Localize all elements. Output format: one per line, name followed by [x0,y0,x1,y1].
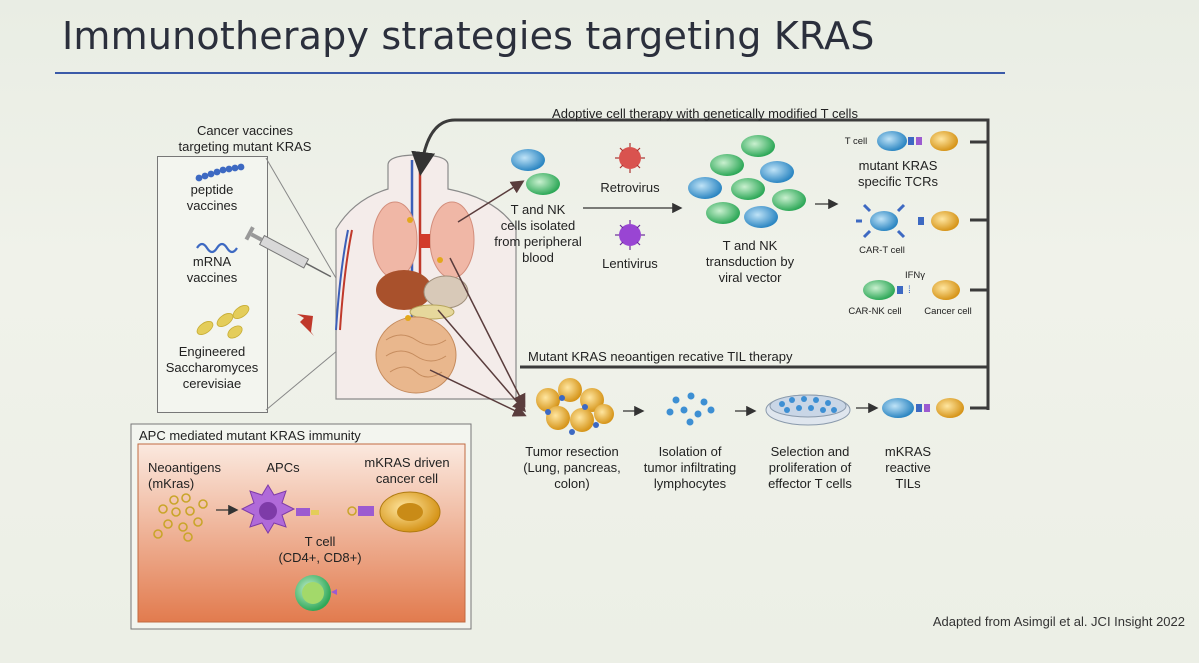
til-heading: Mutant KRAS neoantigen recative TIL ther… [528,349,793,364]
tcell-cd-label: T cell (CD4+, CD8+) [278,534,362,565]
citation: Adapted from Asimgil et al. JCI Insight … [932,614,1185,629]
retrovirus-icon [615,143,645,173]
cart-label: CAR-T cell [859,245,905,256]
cancer-cell-icon [379,491,441,533]
page-title: Immunotherapy strategies targeting KRAS [62,14,875,58]
tcr-label: mutant KRAS specific TCRs [858,158,938,189]
red-arrow-icon [297,314,314,336]
lentivirus-label: Lentivirus [602,256,658,271]
cancer-cell-label: Cancer cell [924,306,972,317]
reactive-tils-label: mKRAS reactive TILs [884,444,932,491]
car-nk-cell-icon: ⁞ [863,280,960,300]
transduced-cells-icon [688,135,806,228]
title-underline [55,72,1005,74]
t-cell-icon [295,575,337,611]
apcs-label: APCs [266,460,300,475]
isolation-label: Isolation of tumor infiltrating lymphocy… [643,444,737,491]
human-body-icon [335,154,517,400]
tcell-small-label: T cell [844,136,868,147]
neoantigens-label: Neoantigens (mKras) [148,460,221,491]
driven-cancer-label: mKRAS driven cancer cell [364,455,450,486]
syringe-icon [244,226,332,278]
svg-text:⁞: ⁞ [908,285,911,296]
tumor-resection-label: Tumor resection (Lung, pancreas, colon) [523,444,621,491]
vaccines-box [157,156,268,413]
neoantigen-icon [153,493,208,542]
vaccine-icons [195,163,250,339]
act-heading: Adoptive cell therapy with genetically m… [552,106,858,121]
tumor-icon [536,378,614,435]
mrna-icon [196,242,238,254]
apc-heading: APC mediated mutant KRAS immunity [139,428,361,443]
carnk-label: CAR-NK cell [848,306,902,317]
mrna-vaccines-label: mRNA vaccines [186,254,238,285]
peptide-chain-icon [195,163,245,182]
selection-label: Selection and proliferation of effector … [768,444,852,491]
yeast-icon [196,305,250,339]
peptide-vaccines-label: peptide vaccines [186,182,238,213]
apc-icon [240,484,296,534]
transduction-label: T and NK transduction by viral vector [705,238,795,285]
car-t-cell-icon [856,203,959,239]
lentivirus-icon [615,220,645,250]
reactive-til-icon [882,398,964,418]
yeast-label: Engineered Saccharomyces cerevisiae [165,344,259,391]
culture-dish-icon [765,394,851,426]
retrovirus-label: Retrovirus [600,180,660,195]
vaccines-heading: Cancer vaccines targeting mutant KRAS [178,123,312,154]
tnk-isolated-label: T and NK cells isolated from peripheral … [494,202,582,265]
ifn-label: IFNγ [904,270,926,281]
tcr-cell-icon [877,131,958,151]
isolated-lymphocytes-icon [666,392,715,426]
